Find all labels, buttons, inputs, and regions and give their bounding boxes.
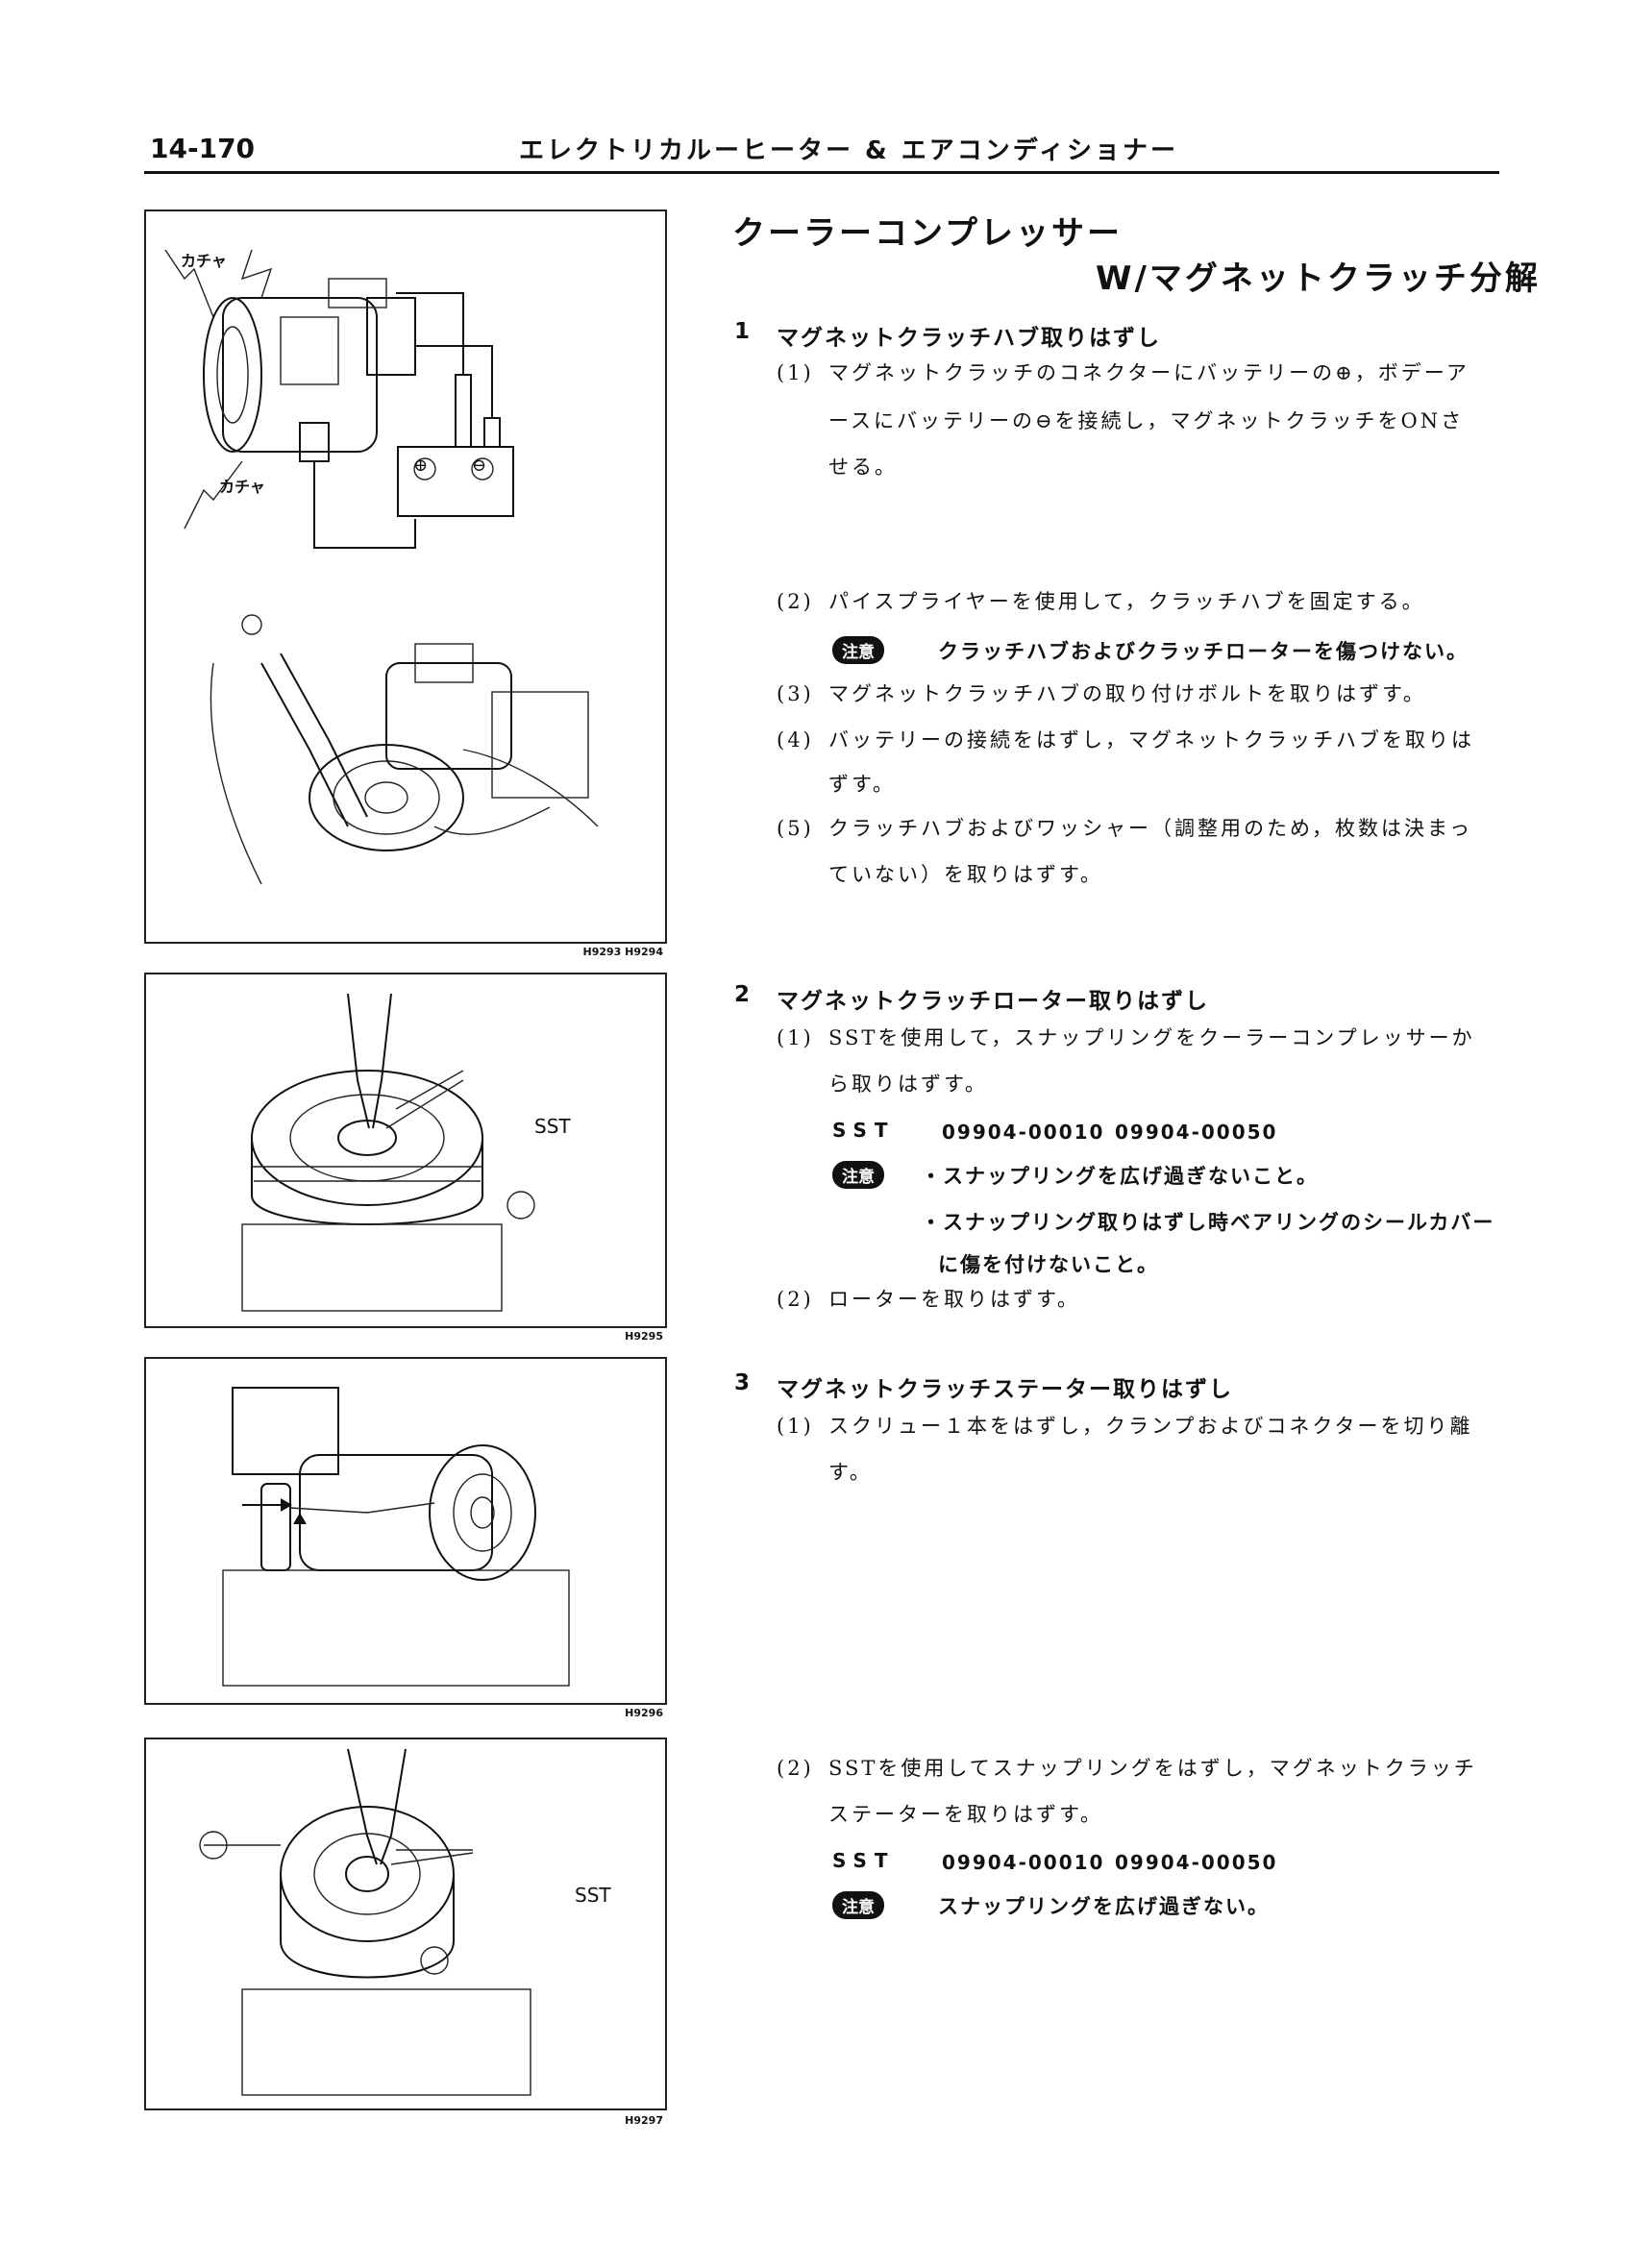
- figure-1-code: H9293 H9294: [582, 946, 663, 958]
- step-2-sst-code-1: 09904-00010: [942, 1121, 1105, 1144]
- page-number: 14-170: [150, 133, 256, 164]
- figure-3-illustration: [222, 1387, 570, 1687]
- section-title-line1: クーラーコンプレッサー: [732, 214, 1123, 253]
- step-1-4-line1: バッテリーの接続をはずし，マグネットクラッチハブを取りは: [828, 728, 1474, 752]
- caution-badge: 注意: [832, 1161, 884, 1189]
- step-2-1-line1: SSTを使用して，スナップリングをクーラーコンプレッサーか: [828, 1026, 1475, 1049]
- step-2-note-line1: ・スナップリングを広げ過ぎないこと。: [921, 1165, 1319, 1188]
- step-1-number: 1: [734, 319, 753, 344]
- figure-2-sst-label: SST: [534, 1115, 571, 1138]
- step-3-2-num: (2): [777, 1757, 814, 1780]
- step-2-2-line1: ローターを取りはずす。: [828, 1288, 1080, 1311]
- step-3-1-line2: す。: [828, 1461, 873, 1484]
- step-1-4-line2: ずす。: [828, 773, 896, 796]
- step-2-number: 2: [734, 982, 753, 1007]
- step-2-2-num: (2): [777, 1288, 814, 1311]
- step-3-number: 3: [734, 1370, 753, 1395]
- step-3-note-text: スナップリングを広げ過ぎない。: [938, 1895, 1270, 1918]
- step-1-1-num: (1): [777, 361, 814, 384]
- figure-2-illustration: [241, 993, 535, 1312]
- figure-4-illustration: [199, 1748, 531, 2096]
- figure-1-illustration: [164, 249, 599, 885]
- caution-badge: 注意: [832, 1891, 884, 1919]
- figure-3-code: H9296: [625, 1707, 663, 1719]
- step-2-note: 注意: [832, 1161, 884, 1189]
- step-2-sst-label: SST: [832, 1119, 896, 1142]
- step-1-4-num: (4): [777, 728, 814, 752]
- figure-2-code: H9295: [625, 1330, 663, 1343]
- step-1-1-line1: マグネットクラッチのコネクターにバッテリーの⊕，ボデーア: [828, 361, 1469, 384]
- figure-4-sst-label: SST: [575, 1884, 611, 1907]
- figure-clutch-battery-hub: [144, 210, 667, 944]
- step-3-sst-code-1: 09904-00010: [942, 1851, 1105, 1874]
- step-1-2-line1: パイスプライヤーを使用して，クラッチハブを固定する。: [828, 590, 1425, 613]
- step-1-1-line3: せる。: [828, 456, 898, 479]
- step-3-sst-label: SST: [832, 1849, 896, 1872]
- step-3-2-line2: ステーターを取りはずす。: [828, 1803, 1103, 1826]
- step-1-2-note: 注意: [832, 636, 884, 664]
- step-1-5-line1: クラッチハブおよびワッシャー（調整用のため，枚数は決まっ: [828, 817, 1473, 840]
- step-1-5-num: (5): [777, 817, 814, 840]
- step-3-note: 注意: [832, 1891, 884, 1919]
- step-2-note-line3: に傷を付けないこと。: [938, 1253, 1159, 1276]
- step-3-1-line1: スクリュー１本をはずし，クランプおよびコネクターを切り離: [828, 1415, 1473, 1438]
- caution-badge: 注意: [832, 636, 884, 664]
- figure-rotor-snap-ring: [144, 973, 667, 1328]
- step-1-2-num: (2): [777, 590, 814, 613]
- figure-stator-snap-ring: [144, 1738, 667, 2110]
- step-2-note-line2: ・スナップリング取りはずし時ベアリングのシールカバー: [921, 1211, 1495, 1234]
- figure-4-code: H9297: [625, 2114, 663, 2127]
- step-2-title: マグネットクラッチローター取りはずし: [777, 989, 1209, 1014]
- figure-stator-connector: [144, 1357, 667, 1705]
- chapter-title: エレクトリカルーヒーター & エアコンディショナー: [519, 136, 1178, 165]
- step-2-sst-code-2: 09904-00050: [1115, 1121, 1278, 1144]
- header-rule: [144, 171, 1499, 174]
- step-1-3-line1: マグネットクラッチハブの取り付けボルトを取りはずす。: [828, 682, 1426, 705]
- step-2-1-line2: ら取りはずす。: [828, 1072, 988, 1096]
- step-1-title: マグネットクラッチハブ取りはずし: [777, 326, 1161, 351]
- step-1-2-note-text: クラッチハブおよびクラッチローターを傷つけない。: [938, 640, 1469, 663]
- step-3-2-line1: SSTを使用してスナップリングをはずし，マグネットクラッチ: [828, 1757, 1477, 1780]
- step-1-1-line2: ースにバッテリーの⊖を接続し，マグネットクラッチをONさ: [828, 409, 1465, 432]
- section-title-line2: W/マグネットクラッチ分解: [1096, 259, 1541, 298]
- step-1-5-line2: ていない）を取りはずす。: [828, 863, 1103, 886]
- step-3-sst-code-2: 09904-00050: [1115, 1851, 1278, 1874]
- step-2-1-num: (1): [777, 1026, 814, 1049]
- step-3-title: マグネットクラッチステーター取りはずし: [777, 1377, 1233, 1402]
- step-3-1-num: (1): [777, 1415, 814, 1438]
- step-1-3-num: (3): [777, 682, 814, 705]
